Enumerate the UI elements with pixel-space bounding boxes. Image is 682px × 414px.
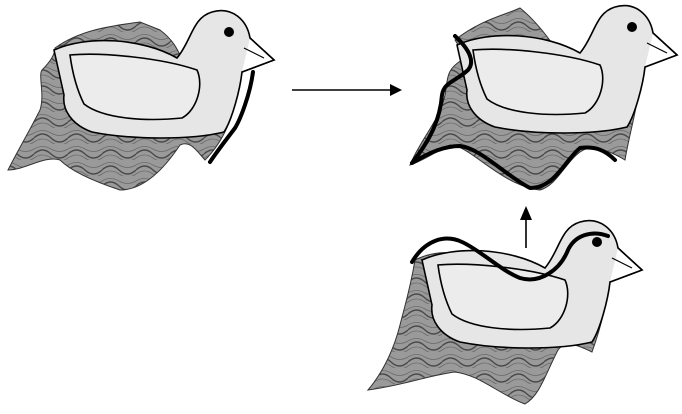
arrow-right bbox=[292, 84, 402, 96]
result-bird bbox=[410, 6, 677, 190]
variant-bird bbox=[368, 221, 642, 404]
source-bird bbox=[8, 11, 274, 190]
arrow-up bbox=[520, 206, 532, 248]
